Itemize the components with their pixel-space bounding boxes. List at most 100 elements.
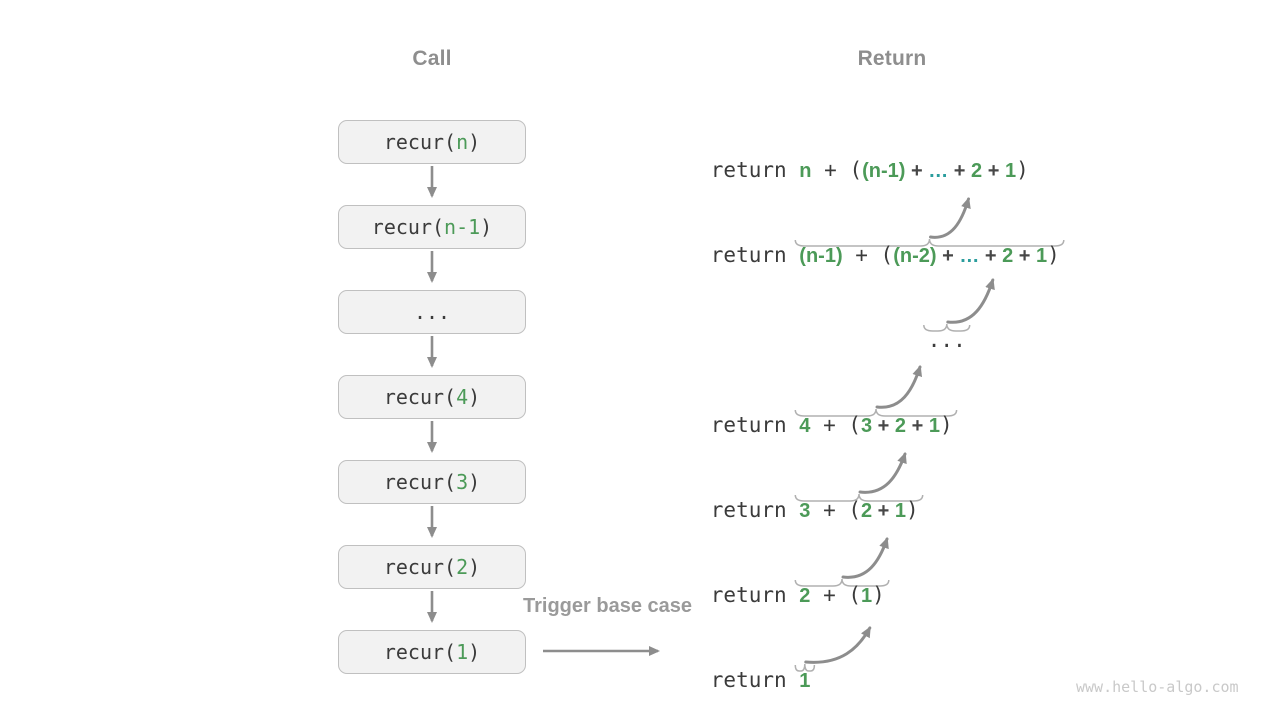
code-segment: 1 (861, 585, 873, 607)
code-segment: + (1013, 245, 1037, 267)
code-segment: + ( (810, 498, 861, 522)
return-expression: (n-1) + ((n-2) + … + 2 + 1) (799, 243, 1060, 267)
return-expression: 4 + (3 + 2 + 1) (799, 413, 952, 437)
code-segment: 2 (799, 585, 811, 607)
call-box-label: recur(1) (384, 640, 480, 664)
watermark: www.hello-algo.com (1076, 678, 1239, 696)
code-segment: ) (468, 385, 481, 409)
code-segment: n (456, 130, 469, 154)
code-segment: 4 (799, 415, 811, 437)
code-segment: 1 (894, 500, 907, 522)
return-column-header: Return (857, 47, 927, 70)
code-segment: + (982, 160, 1005, 182)
code-segment: 2 (894, 415, 907, 437)
return-keyword: return (711, 243, 800, 267)
code-segment: ) (480, 215, 493, 239)
call-box-label: recur(4) (384, 385, 480, 409)
code-segment: 3 (456, 470, 469, 494)
call-box-recur-2: recur(2) (338, 545, 526, 589)
return-row-ellipsis: ... (910, 298, 966, 352)
braced-expression: 2 + (1) (799, 583, 884, 607)
code-segment: (n-1) (799, 245, 843, 267)
code-segment: return (710, 413, 800, 437)
code-segment: ) (906, 498, 919, 522)
call-box-label: recur(3) (384, 470, 480, 494)
code-segment: + ( (810, 583, 861, 607)
code-segment: … (959, 245, 980, 267)
code-segment: ... (413, 300, 451, 324)
call-box-label: recur(n-1) (372, 215, 492, 239)
code-segment: ) (468, 640, 481, 664)
return-expression: ... (928, 328, 966, 352)
braced-expression: (n-1) + ((n-2) + … + 2 + 1) (799, 243, 1060, 267)
return-row-4: return 4 + (3 + 2 + 1) (693, 383, 953, 437)
code-segment: (n-1) (862, 160, 906, 182)
return-keyword: return (711, 583, 800, 607)
return-flow-arrow-icon (804, 626, 872, 664)
call-box-recur-4: recur(4) (338, 375, 526, 419)
return-expression: 3 + (2 + 1) (799, 498, 918, 522)
code-segment: ... (927, 328, 966, 352)
code-segment: … (928, 160, 949, 182)
return-expression: 1 (799, 670, 810, 692)
code-segment: 4 (456, 385, 469, 409)
code-segment: 2 (861, 500, 873, 522)
code-segment: ) (468, 555, 481, 579)
call-column-header: Call (412, 47, 452, 70)
call-box-label: recur(n) (384, 130, 480, 154)
code-segment: 2 (456, 555, 469, 579)
return-expression: 2 + (1) (799, 583, 884, 607)
code-segment: + (936, 245, 960, 267)
return-expression: return n + ((n-1) + … + 2 + 1) (711, 158, 1029, 182)
code-segment: return (710, 158, 800, 182)
code-segment: return (710, 668, 800, 692)
code-segment: ) (1016, 158, 1029, 182)
code-segment: + ( (811, 158, 863, 182)
call-box-recur-1: recur(1) (338, 630, 526, 674)
code-segment: recur( (383, 555, 457, 579)
code-segment: + (872, 415, 895, 437)
return-row-n-1: return (n-1) + ((n-2) + … + 2 + 1) (693, 213, 1060, 267)
code-segment: recur( (383, 130, 457, 154)
trigger-base-case-label: Trigger base case (523, 595, 692, 617)
return-keyword: return (711, 668, 800, 692)
code-segment: + ( (810, 413, 861, 437)
code-segment: ) (872, 583, 885, 607)
code-segment: recur( (383, 640, 457, 664)
code-segment: + (948, 160, 972, 182)
call-box-recur-3: recur(3) (338, 460, 526, 504)
braced-expression: 1 (799, 670, 810, 692)
return-keyword: return (711, 498, 800, 522)
code-segment: 2 (1002, 245, 1014, 267)
call-box-label: ... (414, 300, 450, 324)
code-segment: + (905, 160, 929, 182)
code-segment: recur( (383, 385, 457, 409)
return-row-2: return 2 + (1) (693, 553, 885, 607)
code-segment: return (710, 243, 800, 267)
code-segment: return (710, 583, 800, 607)
code-segment: 1 (1036, 245, 1048, 267)
code-segment: (n-2) (893, 245, 937, 267)
code-segment: ) (468, 130, 481, 154)
code-segment: + (906, 415, 929, 437)
call-box-recur-n-1: recur(n-1) (338, 205, 526, 249)
code-segment: return (710, 498, 800, 522)
call-box-label: recur(2) (384, 555, 480, 579)
code-segment: 1 (928, 415, 940, 437)
call-box-recur-n: recur(n) (338, 120, 526, 164)
code-segment: ) (468, 470, 481, 494)
code-segment: recur( (383, 470, 457, 494)
return-row-3: return 3 + (2 + 1) (693, 468, 919, 522)
code-segment: 1 (1004, 160, 1017, 182)
code-segment: 1 (456, 640, 469, 664)
code-segment: 1 (799, 670, 811, 692)
code-segment: n-1 (444, 215, 481, 239)
code-segment: n (799, 160, 812, 182)
braced-expression: 4 + (3 + 2 + 1) (799, 413, 952, 437)
return-row-1: return 1 (693, 638, 811, 692)
code-segment: 3 (861, 415, 873, 437)
code-segment: 2 (971, 160, 983, 182)
return-keyword: return (711, 413, 800, 437)
code-segment: ) (939, 413, 953, 437)
